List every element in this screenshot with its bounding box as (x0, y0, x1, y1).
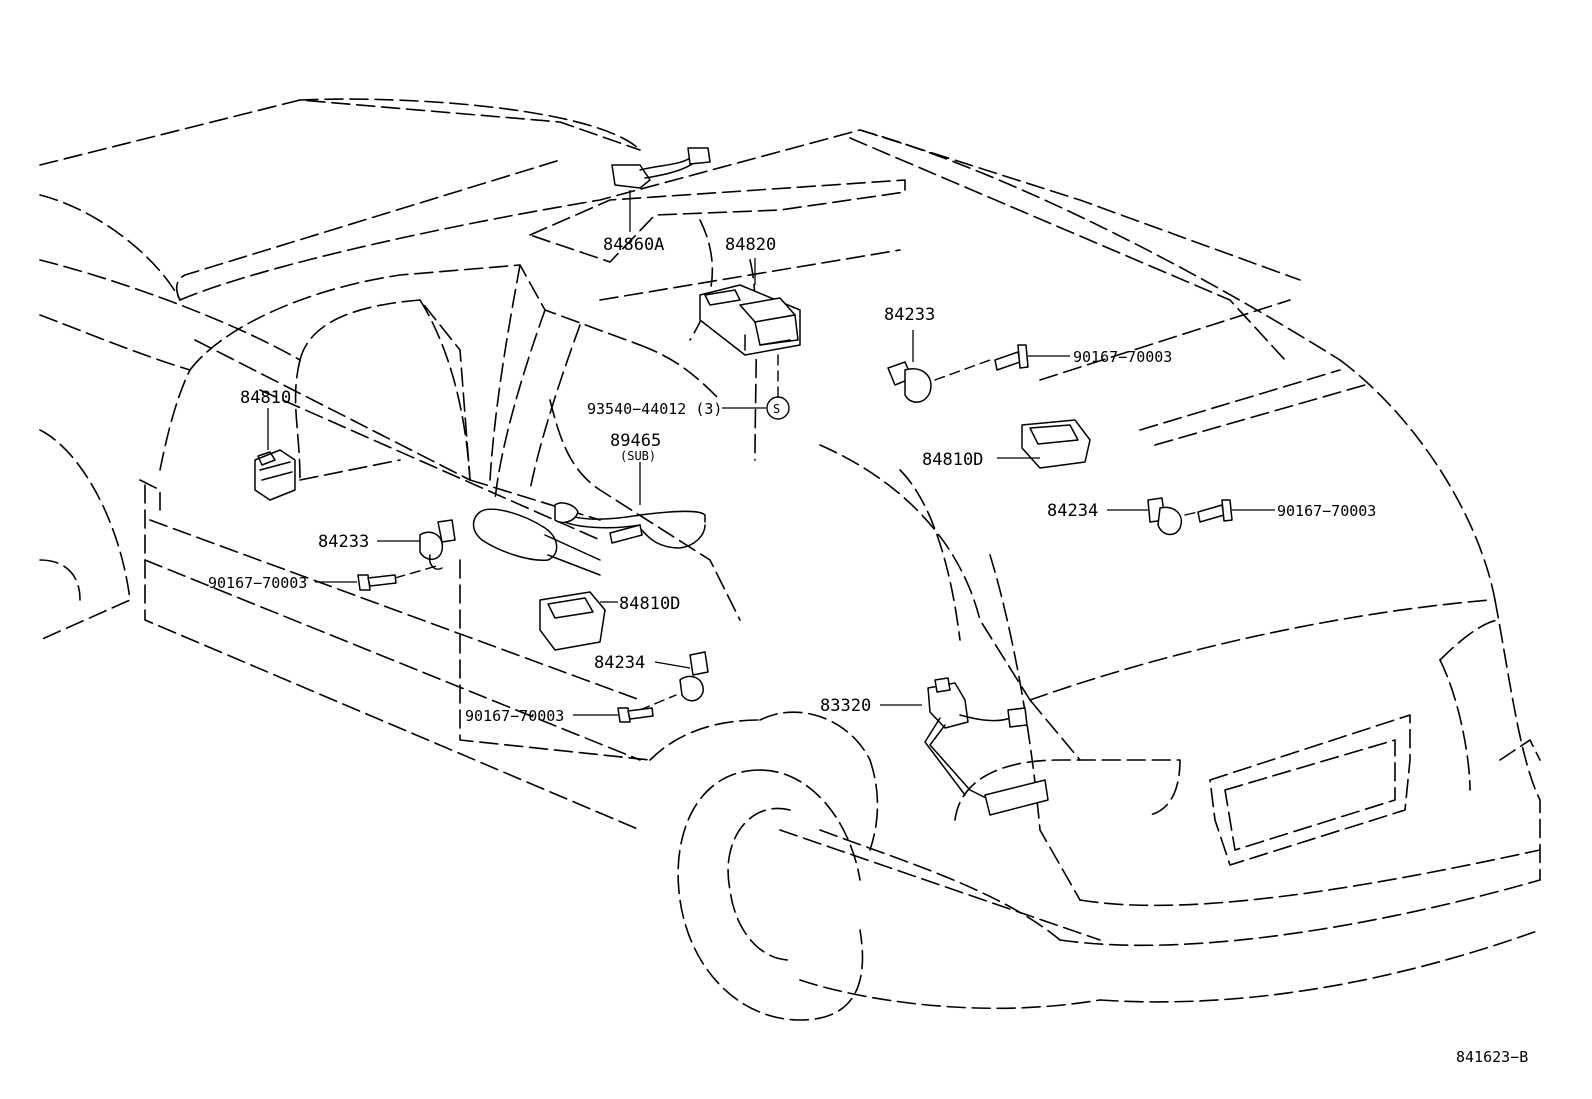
label-84810: 84810 (240, 388, 291, 408)
part-89465-oxygen-sensor (472, 462, 706, 576)
label-83320: 83320 (820, 696, 871, 716)
part-84810-left-switch (254, 408, 296, 501)
part-83320-actuator (880, 677, 1049, 816)
label-89465-sub: (SUB) (620, 449, 656, 463)
label-90167-right-top: 90167−70003 (1073, 348, 1172, 366)
part-84233-right-switch (887, 330, 1070, 403)
label-84234-right: 84234 (1047, 501, 1098, 521)
label-90167-right-mid: 90167−70003 (1277, 502, 1376, 520)
part-84234-right-switch (1107, 497, 1275, 536)
screw-symbol-S (722, 396, 790, 420)
label-84233-right: 84233 (884, 305, 935, 325)
label-89465: 89465 (610, 431, 661, 451)
label-84810D-center: 84810D (619, 594, 680, 614)
part-84234-center-switch (639, 651, 709, 711)
figure-id: 841623−B (1456, 1048, 1528, 1066)
part-84810D-center-switch (539, 591, 618, 651)
label-84820: 84820 (725, 235, 776, 255)
label-84860A: 84860A (603, 235, 664, 255)
label-90167-left: 90167−70003 (208, 574, 307, 592)
label-84233-left: 84233 (318, 532, 369, 552)
part-84820-master-switch (699, 258, 801, 401)
part-84860A-harness (611, 147, 711, 232)
part-84810D-right-switch (997, 419, 1091, 469)
label-screw-symbol: S (773, 402, 780, 416)
car-body-outline (39, 98, 1541, 1021)
label-84810D-right: 84810D (922, 450, 983, 470)
part-84233-left-switch (377, 519, 456, 579)
label-84234-center: 84234 (594, 653, 645, 673)
part-90167-center-bolt (573, 707, 654, 723)
part-90167-left-bolt (315, 574, 397, 591)
label-90167-center: 90167−70003 (465, 707, 564, 725)
callout-labels: 84860A 84820 84233 90167−70003 93540−440… (208, 235, 1528, 1066)
label-93540: 93540−44012 (3) (587, 400, 722, 418)
